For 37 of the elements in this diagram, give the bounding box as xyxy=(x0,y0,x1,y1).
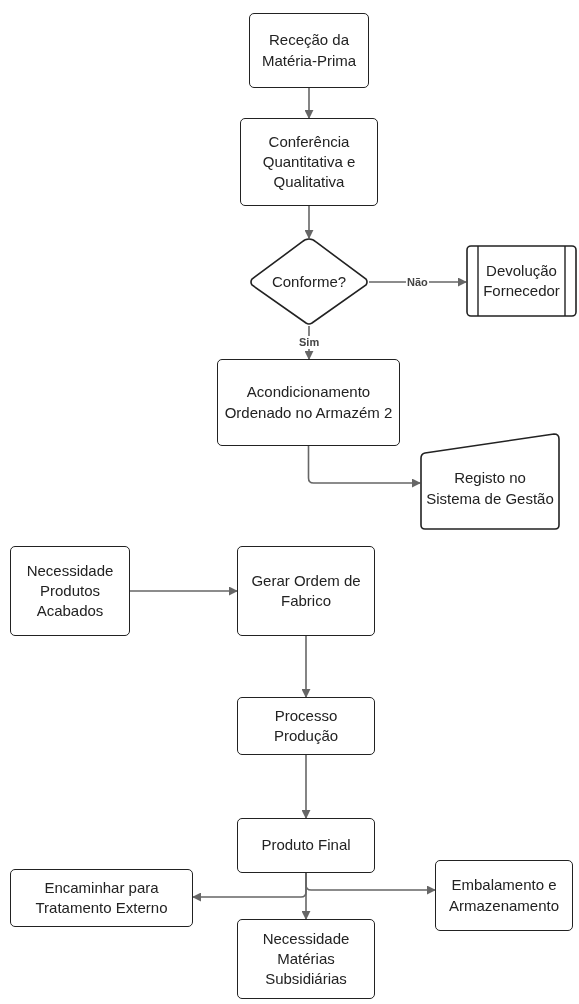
node-label: Conforme? xyxy=(270,271,348,292)
process-box xyxy=(237,697,375,755)
node-label: Necessidade Matérias Subsidiárias xyxy=(261,928,351,990)
arrow xyxy=(129,586,238,596)
process-box xyxy=(217,359,400,446)
arrow xyxy=(307,445,421,488)
edge-label: Não xyxy=(406,275,429,289)
process-box xyxy=(249,13,369,88)
arrow xyxy=(301,754,311,819)
arrow xyxy=(301,872,311,920)
node-label: Necessidade Produtos Acabados xyxy=(25,560,115,622)
node-label: Conferência Quantitativa e Qualitativa xyxy=(261,131,357,193)
node-label: Produto Final xyxy=(260,835,352,856)
manual-input-shape xyxy=(420,433,560,530)
node-label: Gerar Ordem de Fabrico xyxy=(250,570,362,611)
process-box xyxy=(237,546,375,636)
node-label: Registo no Sistema de Gestão xyxy=(425,468,555,509)
process-box xyxy=(435,860,573,931)
process-box xyxy=(237,818,375,873)
node-label: Receção da Matéria-Prima xyxy=(260,30,358,71)
arrow xyxy=(301,635,311,698)
edge-label: Sim xyxy=(298,336,321,350)
node-label: Embalamento e Armazenamento xyxy=(447,875,561,916)
process-box xyxy=(10,546,130,636)
predefined-process-box xyxy=(466,245,577,317)
process-box xyxy=(240,118,378,206)
arrow xyxy=(304,325,314,360)
node-label: Acondicionamento Ordenado no Armazém 2 xyxy=(223,382,394,423)
node-label: Encaminhar para Tratamento Externo xyxy=(34,877,169,918)
node-label: Processo Produção xyxy=(272,705,340,746)
node-label: Devolução Fornecedor xyxy=(482,260,561,301)
process-box xyxy=(10,869,193,927)
arrow xyxy=(304,205,314,239)
decision-diamond xyxy=(249,238,369,326)
process-box xyxy=(237,919,375,999)
arrow xyxy=(368,277,467,287)
arrow xyxy=(304,87,314,119)
